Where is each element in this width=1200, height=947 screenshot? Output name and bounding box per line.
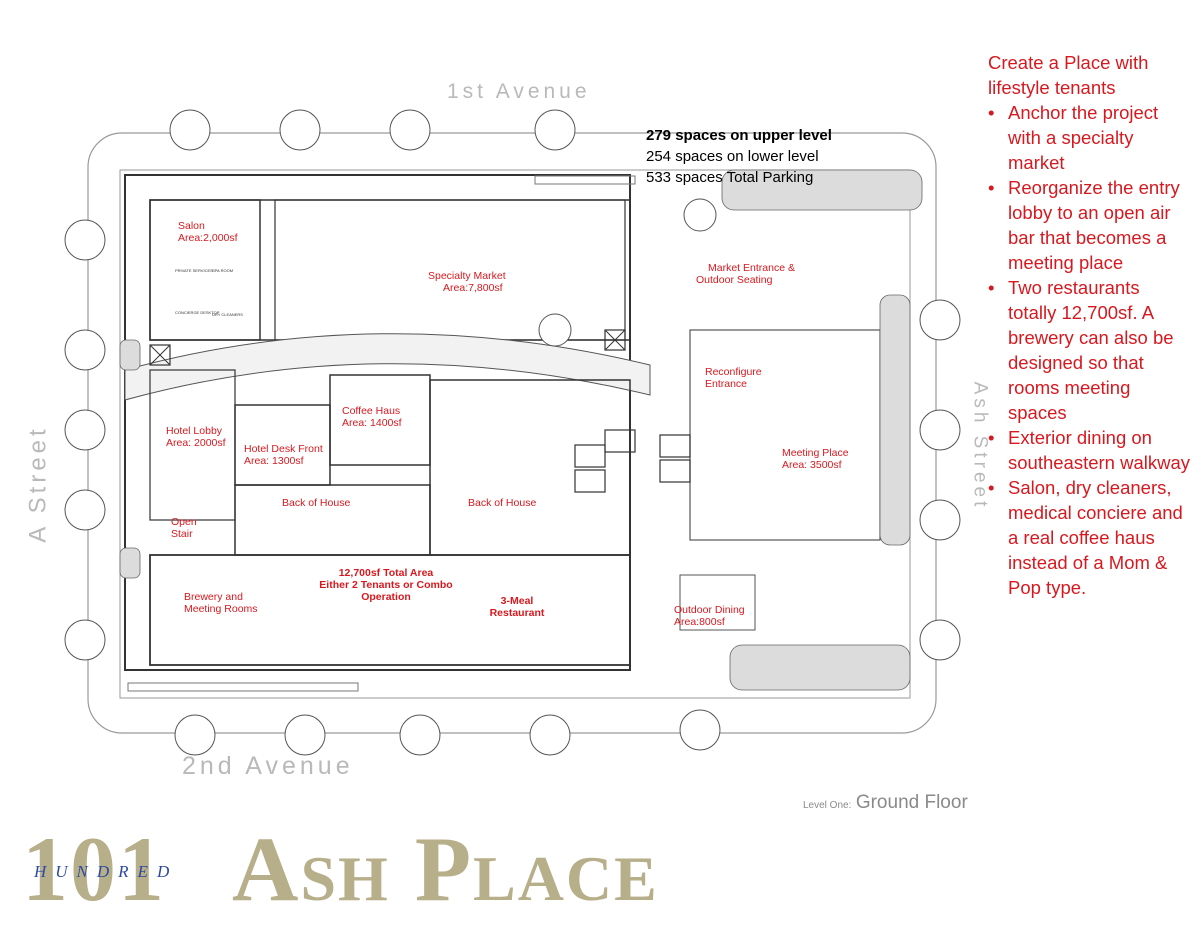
small-room-2: SPA ROOM xyxy=(212,268,234,273)
street-trees xyxy=(64,109,961,756)
design-notes: Create a Place with lifestyle tenants An… xyxy=(988,50,1193,600)
back-of-house-east-label: Back of House xyxy=(468,497,537,509)
open-stair-line2: Stair xyxy=(171,528,193,540)
parking-strip-north xyxy=(534,175,636,185)
open-stair-label: Open Stair xyxy=(171,516,197,540)
coffee-haus-label: Coffee Haus Area: 1400sf xyxy=(342,405,402,429)
note-item: Salon, dry cleaners, medical conciere an… xyxy=(988,475,1193,600)
market-entrance-line1: Market Entrance & xyxy=(708,262,795,274)
total-area-line2: Either 2 Tenants or Combo xyxy=(319,579,453,591)
level-caption: Level One: Ground Floor xyxy=(803,792,968,814)
total-area-line3: Operation xyxy=(361,591,411,603)
elevator-west xyxy=(149,344,171,366)
small-room-1: PRIVATE SERVICES xyxy=(175,268,213,273)
brewery-line2: Meeting Rooms xyxy=(184,603,258,615)
brewery-line1: Brewery and xyxy=(184,591,243,603)
back-of-house-west xyxy=(234,484,431,556)
coffee-haus-name: Coffee Haus xyxy=(342,405,401,417)
note-item: Exterior dining on southeastern walkway xyxy=(988,425,1193,475)
parking-lower: 254 spaces on lower level xyxy=(646,148,819,165)
specialty-market-name: Specialty Market xyxy=(428,270,506,282)
small-room-3: CONCIERGE DESKTOP xyxy=(175,310,220,315)
note-item: Two restaurants totally 12,700sf. A brew… xyxy=(988,275,1193,425)
street-a-street: A Street xyxy=(24,425,52,543)
three-meal-line2: Restaurant xyxy=(489,607,545,619)
hotel-desk-label: Hotel Desk Front Area: 1300sf xyxy=(244,443,323,467)
curved-arcade xyxy=(124,333,651,401)
note-item: Reorganize the entry lobby to an open ai… xyxy=(988,175,1193,275)
specialty-market-area: Area:7,800sf xyxy=(443,282,503,294)
brewery-label: Brewery and Meeting Rooms xyxy=(184,591,258,615)
hotel-desk-name: Hotel Desk Front xyxy=(244,443,323,455)
booth-2 xyxy=(574,469,606,493)
market-entrance-line2: Outdoor Seating xyxy=(696,274,773,286)
logo-name: Ash Place xyxy=(232,818,659,920)
total-area-label: 12,700sf Total Area Either 2 Tenants or … xyxy=(296,567,476,603)
level-name: Ground Floor xyxy=(855,792,968,813)
market-entrance-label: Market Entrance & Outdoor Seating xyxy=(696,262,795,286)
parking-total: 533 spaces Total Parking xyxy=(646,169,814,186)
reconfigure-line1: Reconfigure xyxy=(705,366,762,378)
specialty-market-label: Specialty Market Area:7,800sf xyxy=(428,270,506,294)
parking-summary: 279 spaces on upper level 254 spaces on … xyxy=(646,125,832,188)
street-1st-avenue: 1st Avenue xyxy=(447,80,591,103)
reconfigure-line2: Entrance xyxy=(705,378,748,390)
reconfigure-entrance-label: Reconfigure Entrance xyxy=(705,366,762,390)
total-area-line1: 12,700sf Total Area xyxy=(338,567,434,579)
logo-hundred: HUNDRED xyxy=(34,862,179,881)
notes-intro: Create a Place with lifestyle tenants xyxy=(988,52,1149,98)
level-label: Level One: xyxy=(803,800,852,811)
three-meal-label: 3-Meal Restaurant xyxy=(487,595,547,619)
restaurant-block xyxy=(149,554,631,666)
meeting-place-area: Area: 3500sf xyxy=(782,459,842,471)
elevator-east xyxy=(604,329,626,351)
booth-3 xyxy=(604,429,636,453)
hotel-lobby-name: Hotel Lobby xyxy=(166,425,223,437)
back-of-house-west-label: Back of House xyxy=(282,497,351,509)
note-item: Anchor the project with a specialty mark… xyxy=(988,100,1193,175)
hotel-lobby-area: Area: 2000sf xyxy=(166,437,226,449)
outdoor-dining-area: Area:800sf xyxy=(674,616,725,628)
salon-name: Salon xyxy=(178,220,205,232)
outdoor-dining-name: Outdoor Dining xyxy=(674,604,745,616)
booth-4 xyxy=(659,434,691,458)
meeting-place-name: Meeting Place xyxy=(782,447,849,459)
street-2nd-avenue: 2nd Avenue xyxy=(182,752,354,780)
outdoor-dining-label: Outdoor Dining Area:800sf xyxy=(674,604,745,628)
salon-area: Area:2,000sf xyxy=(178,232,238,244)
notes-list: Anchor the project with a specialty mark… xyxy=(988,100,1193,600)
open-stair-line1: Open xyxy=(171,516,197,528)
logo-number: 101 xyxy=(22,818,166,920)
hotel-desk-area: Area: 1300sf xyxy=(244,455,304,467)
small-room-4: DRY CLEANERS xyxy=(212,312,243,317)
salon-label: Salon Area:2,000sf xyxy=(178,220,238,244)
meeting-place-room xyxy=(689,329,881,541)
booth-1 xyxy=(574,444,606,468)
outdoor-dining-area xyxy=(679,574,756,631)
parking-upper: 279 spaces on upper level xyxy=(646,127,832,144)
salon-room xyxy=(149,199,261,341)
booth-5 xyxy=(659,459,691,483)
landscape-hedges xyxy=(119,169,923,691)
project-logo: 101 HUNDRED Ash Place xyxy=(22,808,782,928)
hotel-lobby-label: Hotel Lobby Area: 2000sf xyxy=(166,425,226,449)
coffee-haus-area: Area: 1400sf xyxy=(342,417,402,429)
three-meal-line1: 3-Meal xyxy=(500,595,534,607)
parking-strip-south xyxy=(127,682,359,692)
meeting-place-label: Meeting Place Area: 3500sf xyxy=(782,447,849,471)
